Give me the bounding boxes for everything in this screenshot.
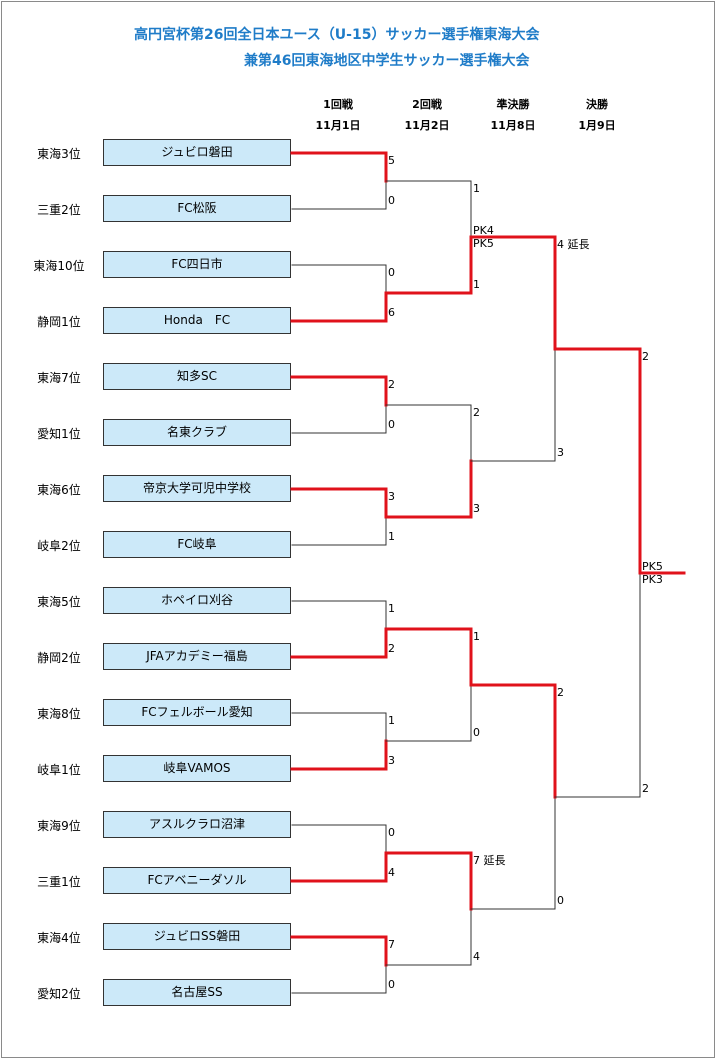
team-seed: 東海4位 xyxy=(37,931,81,945)
round1-score: 2 xyxy=(388,642,395,655)
team-seed: 東海5位 xyxy=(37,595,81,609)
round-1-name: 1回戦 xyxy=(323,98,353,111)
team-name-box: FC岐阜 xyxy=(103,531,291,558)
team-name-box: 名東クラブ xyxy=(103,419,291,446)
round2-score: 2 xyxy=(473,406,480,419)
team-seed: 静岡2位 xyxy=(37,651,81,665)
team-name-box: JFAアカデミー福島 xyxy=(103,643,291,670)
round-2-name: 2回戦 xyxy=(412,98,442,111)
team-name-box: FC四日市 xyxy=(103,251,291,278)
round1-score: 1 xyxy=(388,714,395,727)
round1-score: 0 xyxy=(388,978,395,991)
round1-score: 2 xyxy=(388,378,395,391)
round2-score: 3 xyxy=(473,502,480,515)
team-seed: 東海9位 xyxy=(37,819,81,833)
tournament-title: 高円宮杯第26回全日本ユース（U-15）サッカー選手権東海大会 xyxy=(134,27,540,43)
round1-score: 5 xyxy=(388,154,395,167)
round-2-date: 11月2日 xyxy=(404,119,450,132)
round1-score: 6 xyxy=(388,306,395,319)
team-name-box: ジュビロ磐田 xyxy=(103,139,291,166)
team-name-box: 知多SC xyxy=(103,363,291,390)
round1-score: 7 xyxy=(388,938,395,951)
team-name-box: Honda FC xyxy=(103,307,291,334)
round2-score: 4 xyxy=(473,950,480,963)
team-name-box: ジュビロSS磐田 xyxy=(103,923,291,950)
team-seed: 東海6位 xyxy=(37,483,81,497)
round2-score: 0 xyxy=(473,726,480,739)
semi-score: 4 延長 xyxy=(557,238,590,251)
team-seed: 岐阜1位 xyxy=(37,763,81,777)
round1-score: 0 xyxy=(388,266,395,279)
team-name-box: FCフェルボール愛知 xyxy=(103,699,291,726)
round1-score: 3 xyxy=(388,490,395,503)
round-1-date: 11月1日 xyxy=(315,119,361,132)
final-score: 2 xyxy=(642,782,649,795)
tournament-subtitle: 兼第46回東海地区中学生サッカー選手権大会 xyxy=(244,53,530,69)
team-seed: 愛知1位 xyxy=(37,427,81,441)
semi-score: 2 xyxy=(557,686,564,699)
team-name-box: FCアベニーダソル xyxy=(103,867,291,894)
final-score: 2 xyxy=(642,350,649,363)
team-name-box: アスルクラロ沼津 xyxy=(103,811,291,838)
team-name-box: 岐阜VAMOS xyxy=(103,755,291,782)
round-semi-name: 準決勝 xyxy=(496,98,530,111)
team-name-box: 名古屋SS xyxy=(103,979,291,1006)
round1-score: 1 xyxy=(388,602,395,615)
round2-score: 1 xyxy=(473,630,480,643)
team-name-box: FC松阪 xyxy=(103,195,291,222)
team-seed: 東海8位 xyxy=(37,707,81,721)
semi-score: 3 xyxy=(557,446,564,459)
round1-score: 3 xyxy=(388,754,395,767)
round2-score: 7 延長 xyxy=(473,854,506,867)
round2-pk-score: PK4 xyxy=(473,224,494,237)
team-seed: 三重2位 xyxy=(37,203,81,217)
round1-score: 0 xyxy=(388,826,395,839)
team-name-box: 帝京大学可児中学校 xyxy=(103,475,291,502)
round1-score: 0 xyxy=(388,418,395,431)
round1-score: 1 xyxy=(388,530,395,543)
team-seed: 静岡1位 xyxy=(37,315,81,329)
round1-score: 4 xyxy=(388,866,395,879)
semi-score: 0 xyxy=(557,894,564,907)
team-name-box: ホペイロ刈谷 xyxy=(103,587,291,614)
round1-score: 0 xyxy=(388,194,395,207)
team-seed: 岐阜2位 xyxy=(37,539,81,553)
final-pk-score: PK3 xyxy=(642,573,663,586)
team-seed: 東海7位 xyxy=(37,371,81,385)
team-seed: 愛知2位 xyxy=(37,987,81,1001)
round2-pk-score: PK5 xyxy=(473,237,494,250)
round-final-name: 決勝 xyxy=(586,98,608,111)
round2-score: 1 xyxy=(473,278,480,291)
team-seed: 東海3位 xyxy=(37,147,81,161)
team-seed: 三重1位 xyxy=(37,875,81,889)
team-seed: 東海10位 xyxy=(33,259,85,273)
final-pk-score: PK5 xyxy=(642,560,663,573)
round2-score: 1 xyxy=(473,182,480,195)
round-semi-date: 11月8日 xyxy=(490,119,536,132)
round-final-date: 1月9日 xyxy=(578,119,616,132)
